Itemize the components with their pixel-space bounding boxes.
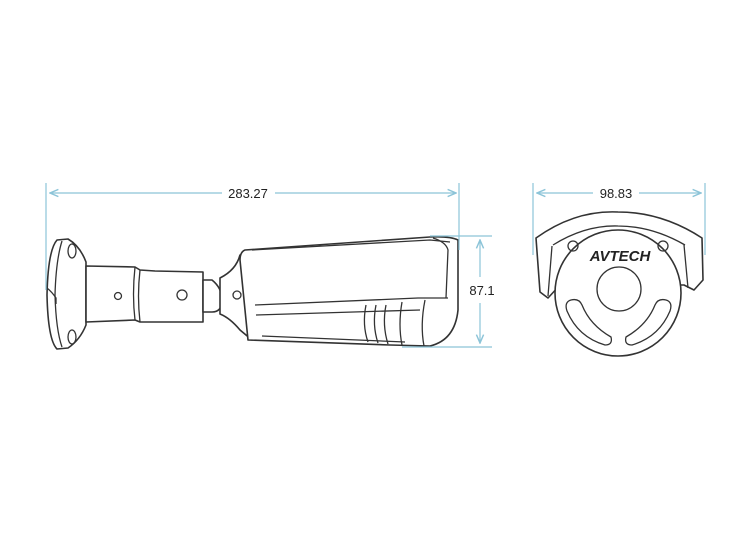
width-label: 98.83 xyxy=(600,186,633,201)
screw-icon xyxy=(567,240,579,252)
screw-hole xyxy=(113,291,123,301)
camera-housing xyxy=(239,236,459,347)
screw-hole xyxy=(176,289,188,301)
ir-led-window-left xyxy=(565,298,613,346)
length-label: 283.27 xyxy=(228,186,268,201)
length-dimension: 283.27 xyxy=(45,183,460,290)
width-dimension: 98.83 xyxy=(532,183,706,255)
mount-arm xyxy=(85,265,204,323)
mounting-plate xyxy=(46,238,87,350)
front-view: AVTECH 98.83 xyxy=(532,183,706,357)
height-label: 87.1 xyxy=(469,283,494,298)
ir-led-window-right xyxy=(624,298,672,346)
lens xyxy=(596,266,642,312)
screw-icon xyxy=(657,240,669,252)
screw-hole xyxy=(232,290,242,300)
side-view: 283.27 87.1 xyxy=(45,183,495,350)
lens-faceplate xyxy=(554,229,682,357)
brand-logo: AVTECH xyxy=(589,248,652,265)
height-dimension: 87.1 xyxy=(402,235,495,348)
